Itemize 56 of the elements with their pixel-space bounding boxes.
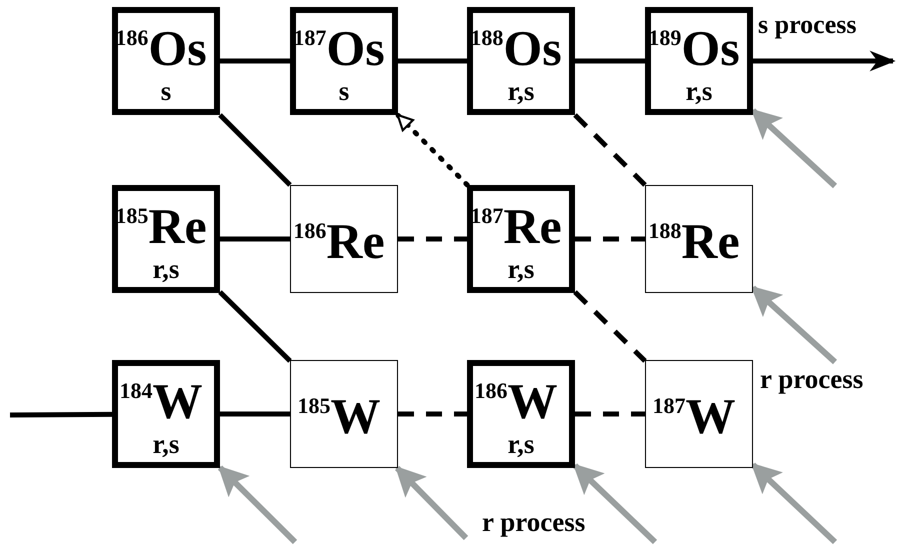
- nuclide-symbol: $^{188}$Re: [648, 217, 740, 271]
- nuclide-symbol: $^{187}$Os: [293, 24, 385, 78]
- nuclide-box: [467, 7, 575, 115]
- nuclide-box: [467, 185, 575, 293]
- nuclide-box: [290, 7, 398, 115]
- nuclide-box: [112, 7, 220, 115]
- connector-line: [398, 236, 467, 242]
- arrow: [395, 112, 470, 188]
- arrow: [750, 286, 837, 364]
- process-label: r,s: [152, 258, 180, 280]
- process-label: r,s: [508, 258, 534, 280]
- arrow: [395, 466, 468, 540]
- nuclide-box: [112, 185, 220, 293]
- connector-line: [398, 58, 467, 64]
- nuclide-box: [112, 360, 220, 468]
- process-label: r,s: [508, 80, 534, 102]
- nuclide-box: [290, 185, 398, 293]
- arrow: [750, 462, 838, 544]
- connector-line: [573, 113, 647, 187]
- nuclide-symbol: $^{186}$Os: [115, 24, 207, 78]
- nuclide-symbol: $^{189}$Os: [648, 24, 740, 78]
- nuclide-symbol: $^{186}$W: [474, 377, 558, 431]
- connector-line: [218, 113, 292, 187]
- nuclide-symbol: $^{187}$W: [652, 392, 736, 446]
- nuclide-box: [645, 185, 753, 293]
- nuclide-box: [290, 360, 398, 468]
- arrow: [753, 50, 896, 72]
- process-label: r,s: [508, 433, 534, 455]
- arrow: [572, 463, 658, 544]
- connector-line: [575, 58, 645, 64]
- connector-line: [573, 290, 647, 363]
- nuclide-symbol: $^{184}$W: [120, 377, 202, 431]
- connector-line: [220, 58, 290, 64]
- connector-line: [575, 412, 645, 416]
- connector-line: [220, 236, 290, 242]
- nuclide-symbol: $^{186}$Re: [293, 217, 385, 271]
- nuclide-box: [645, 7, 753, 115]
- connector-line: [10, 412, 112, 418]
- process-label: r,s: [152, 433, 180, 455]
- process-label: s: [338, 80, 350, 102]
- connector-line: [218, 290, 292, 363]
- nuclide-box: [467, 360, 575, 468]
- process-label: r process: [482, 507, 586, 537]
- process-label: s: [160, 80, 172, 102]
- arrow: [218, 465, 298, 544]
- process-label: r,s: [686, 80, 712, 102]
- connector-line: [398, 412, 467, 416]
- nuclide-symbol: $^{185}$W: [298, 392, 380, 446]
- nuclide-symbol: $^{185}$Re: [115, 202, 207, 256]
- nuclide-symbol: $^{187}$Re: [470, 202, 562, 256]
- connector-line: [575, 236, 645, 242]
- nuclide-box: [645, 360, 753, 468]
- arrow: [750, 108, 838, 188]
- connector-line: [220, 412, 290, 416]
- nuclide-symbol: $^{188}$Os: [470, 24, 562, 78]
- process-label: r process: [760, 364, 864, 394]
